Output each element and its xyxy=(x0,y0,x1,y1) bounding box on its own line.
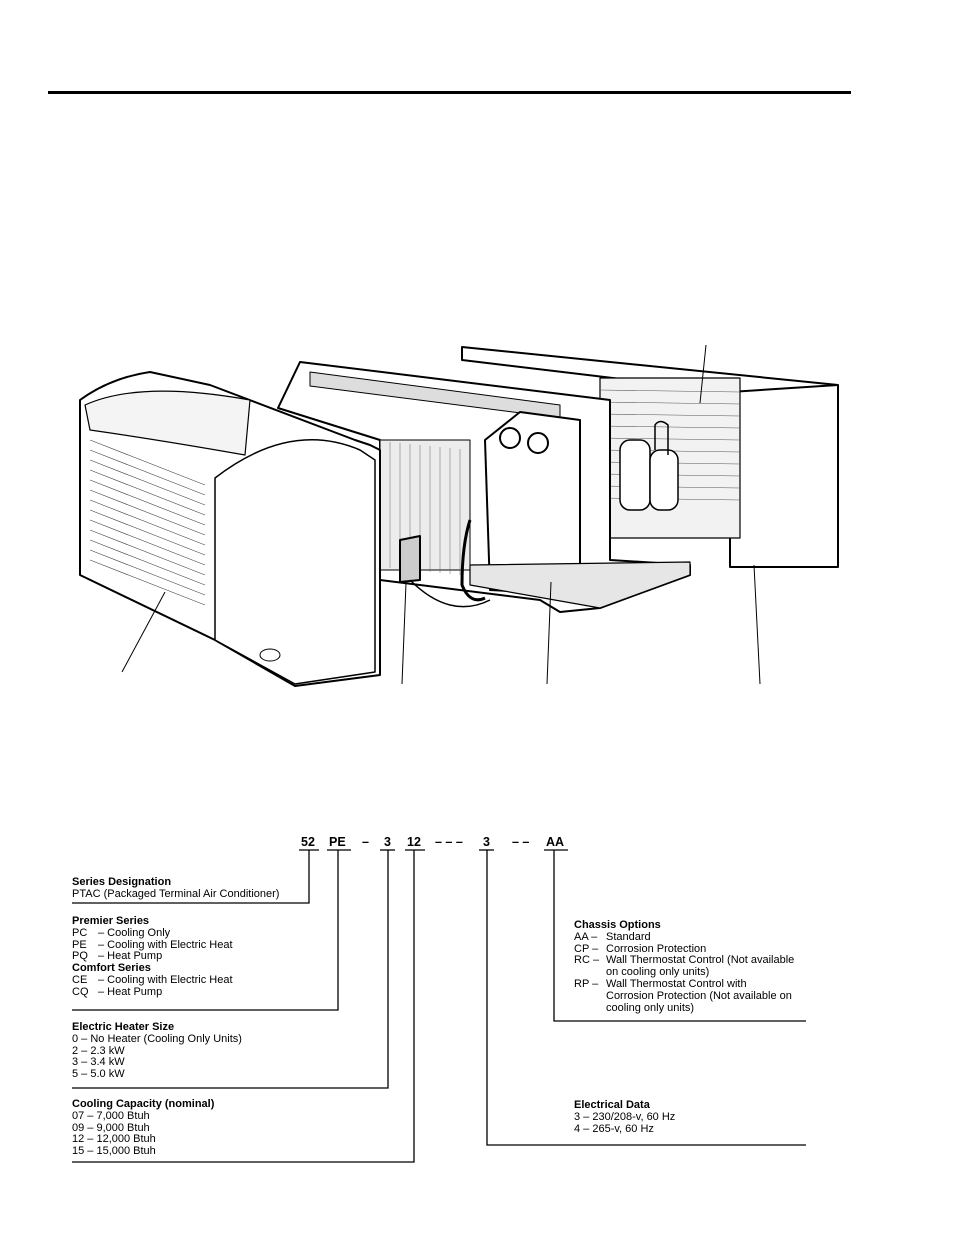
cooling-capacity-heading: Cooling Capacity (nominal) xyxy=(72,1098,215,1110)
premier-desc: – Cooling with Electric Heat xyxy=(98,938,233,951)
remote-control xyxy=(399,519,491,608)
comfort-series-heading: Comfort Series xyxy=(72,962,151,975)
heater-size-line: 0 – No Heater (Cooling Only Units) xyxy=(72,1032,242,1045)
chassis-desc: on cooling only units) xyxy=(606,966,710,979)
comfort-desc: – Cooling with Electric Heat xyxy=(98,973,233,986)
heater-size-line: 5 – 5.0 kW xyxy=(72,1068,125,1081)
series-designation-line: PTAC (Packaged Terminal Air Conditioner) xyxy=(72,887,280,900)
chassis-code: AA – xyxy=(574,930,598,943)
header-rule xyxy=(48,91,851,94)
premier-desc: – Heat Pump xyxy=(98,950,163,963)
heater-size-line: 2 – 2.3 kW xyxy=(72,1044,125,1057)
ptac-exploded-illustration xyxy=(79,344,839,687)
heater-size-line: 3 – 3.4 kW xyxy=(72,1056,125,1069)
cooling-capacity-line: 15 – 15,000 Btuh xyxy=(72,1145,156,1158)
code-dashes: – – – xyxy=(435,835,463,849)
cooling-capacity-block: Cooling Capacity (nominal) 07 – 7,000 Bt… xyxy=(72,1098,215,1158)
chassis-options-block: Chassis Options AA – Standard CP – Corrosi… xyxy=(574,919,795,1014)
electrical-data-heading: Electrical Data xyxy=(574,1099,650,1111)
code-electrical: 3 xyxy=(483,835,490,849)
premier-series-block: Premier Series PC – Cooling Only PE – Cool… xyxy=(72,915,233,999)
heater-size-heading: Electric Heater Size xyxy=(72,1021,175,1033)
cooling-capacity-line: 12 – 12,000 Btuh xyxy=(72,1133,156,1146)
series-designation-heading: Series Designation xyxy=(72,876,172,888)
code-chassis: AA xyxy=(546,835,565,849)
comfort-code: CQ xyxy=(72,985,89,998)
premier-desc: – Cooling Only xyxy=(98,926,171,939)
code-heater: 3 xyxy=(384,835,391,849)
chassis-code: RP – xyxy=(574,977,599,990)
code-dash: – xyxy=(362,835,369,849)
electrical-data-line: 3 – 230/208-v, 60 Hz xyxy=(574,1110,676,1123)
code-capacity: 12 xyxy=(407,835,421,849)
chassis-desc: Wall Thermostat Control (Not available xyxy=(606,954,795,967)
chassis-options-heading: Chassis Options xyxy=(574,919,661,931)
cooling-capacity-line: 07 – 7,000 Btuh xyxy=(72,1109,150,1122)
chassis-desc: Corrosion Protection (Not available on xyxy=(606,989,792,1002)
cooling-capacity-line: 09 – 9,000 Btuh xyxy=(72,1121,150,1134)
chassis xyxy=(277,361,691,613)
chassis-desc: Standard xyxy=(606,930,651,943)
chassis-desc: Wall Thermostat Control with xyxy=(606,977,747,990)
series-designation-block: Series Designation PTAC (Packaged Termin… xyxy=(72,876,280,901)
premier-code: PQ xyxy=(72,950,88,963)
premier-code: PC xyxy=(72,926,88,939)
code-series-type: PE xyxy=(329,835,346,849)
electric-heater-size-block: Electric Heater Size 0 – No Heater (Cool… xyxy=(72,1021,242,1081)
code-dashes-2: – – xyxy=(512,835,530,849)
code-series: 52 xyxy=(301,835,315,849)
leader-lines xyxy=(121,344,761,685)
comfort-desc: – Heat Pump xyxy=(98,985,163,998)
front-cover xyxy=(79,371,381,687)
comfort-code: CE xyxy=(72,973,88,986)
premier-code: PE xyxy=(72,938,87,951)
electrical-data-block: Electrical Data 3 – 230/208-v, 60 Hz 4 –… xyxy=(574,1099,676,1135)
premier-series-heading: Premier Series xyxy=(72,915,150,927)
chassis-desc: Corrosion Protection xyxy=(606,942,707,955)
chassis-desc: cooling only units) xyxy=(606,1001,695,1014)
electrical-data-line: 4 – 265-v, 60 Hz xyxy=(574,1122,654,1135)
chassis-code: CP – xyxy=(574,942,599,955)
chassis-code: RC – xyxy=(574,954,600,967)
